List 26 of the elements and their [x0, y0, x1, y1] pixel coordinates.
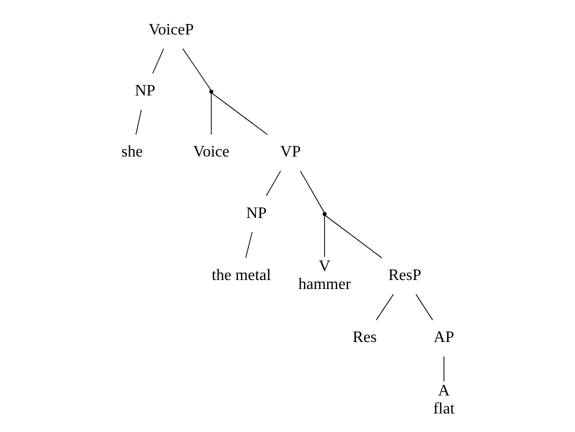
connector — [265, 170, 281, 196]
node-text: Res — [352, 329, 376, 346]
connector — [324, 214, 382, 258]
connector — [244, 232, 252, 258]
connector — [299, 170, 324, 213]
connector — [182, 48, 211, 90]
connector — [415, 294, 433, 320]
node-point — [208, 90, 213, 94]
connector — [135, 109, 142, 135]
node-text: the metal — [211, 266, 270, 284]
node-text: ResP — [388, 266, 421, 284]
connector — [375, 294, 394, 320]
node-text: AP — [433, 329, 454, 346]
node-text: NP — [134, 82, 155, 100]
node-text: A flat — [432, 382, 454, 418]
node-point — [322, 212, 326, 216]
connector — [210, 92, 268, 135]
node-text: VP — [280, 144, 300, 161]
node-text: V hammer — [298, 258, 350, 293]
node-text: VoiceP — [148, 21, 194, 38]
connector — [443, 356, 444, 382]
node-text: Voice — [192, 144, 229, 161]
node-text: she — [120, 144, 142, 161]
connector — [210, 92, 212, 136]
node-text: NP — [246, 204, 266, 222]
connector — [152, 48, 164, 74]
